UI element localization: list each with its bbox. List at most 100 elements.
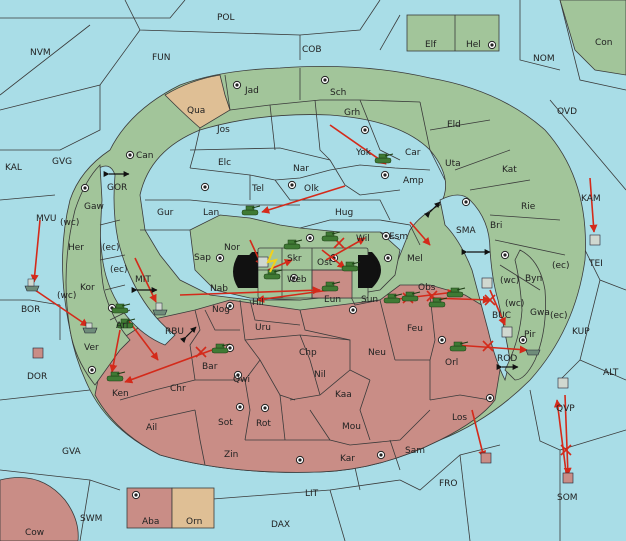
army-icon bbox=[283, 239, 303, 250]
label-amp: Amp bbox=[403, 176, 424, 186]
territory-qua bbox=[164, 74, 231, 129]
label-mvu: MVU bbox=[36, 214, 57, 224]
army-icon bbox=[446, 287, 466, 298]
label-ver: Ver bbox=[84, 343, 99, 353]
fleet-icon bbox=[589, 234, 601, 246]
label-car: Car bbox=[405, 148, 421, 158]
label-elf: Elf bbox=[425, 40, 437, 50]
label-uru: Uru bbox=[255, 323, 271, 333]
label-lit: LIT bbox=[305, 489, 319, 499]
label-rie: Rie bbox=[521, 202, 536, 212]
label-uta: Uta bbox=[445, 159, 461, 169]
label-ken: Ken bbox=[112, 389, 129, 399]
label-bor: BOR bbox=[21, 305, 40, 315]
label-lan: Lan bbox=[203, 208, 219, 218]
army-icon bbox=[116, 318, 136, 329]
fleet-icon bbox=[525, 349, 541, 356]
label-nvm: NVM bbox=[30, 48, 51, 58]
territory-labels: POL NVM FUN COB NOM Con Elf Hel OVD KAL … bbox=[5, 13, 619, 538]
label-qua: Qua bbox=[187, 106, 205, 116]
army-icon bbox=[374, 153, 394, 164]
label-hug: Hug bbox=[335, 208, 353, 218]
label-kup: KUP bbox=[572, 327, 590, 337]
label-kat: Kat bbox=[502, 165, 517, 175]
label-chr: Chr bbox=[170, 384, 186, 394]
label-qvp: QVP bbox=[556, 404, 575, 414]
label-tei: TEI bbox=[588, 259, 603, 269]
army-units bbox=[106, 153, 469, 382]
east-channel bbox=[439, 194, 511, 382]
label-sun: Sun bbox=[361, 295, 378, 305]
army-icon bbox=[428, 297, 448, 308]
label-esm: Esm bbox=[389, 232, 408, 242]
label-sam: Sam bbox=[405, 446, 425, 456]
label-gvg: GVG bbox=[52, 157, 72, 167]
label-yok: Yok bbox=[355, 148, 372, 158]
army-icon bbox=[241, 205, 261, 216]
label-chp: Chp bbox=[299, 348, 317, 358]
fleet-units bbox=[24, 234, 601, 484]
army-icon bbox=[383, 293, 403, 304]
north-isles bbox=[406, 14, 500, 52]
label-gva: GVA bbox=[62, 447, 82, 457]
label-kal: KAL bbox=[5, 163, 22, 173]
label-orn: Orn bbox=[186, 517, 202, 527]
island-cow bbox=[0, 477, 79, 541]
label-gur: Gur bbox=[157, 208, 174, 218]
fleet-icon bbox=[557, 377, 569, 389]
label-sot: Sot bbox=[218, 418, 233, 428]
label-arl: Arl bbox=[116, 321, 128, 331]
north-borders bbox=[99, 68, 566, 321]
label-hel: Hel bbox=[466, 40, 481, 50]
label-aba: Aba bbox=[142, 517, 159, 527]
label-feu: Feu bbox=[407, 324, 423, 334]
label-ec4: (ec) bbox=[550, 311, 568, 321]
label-swm: SWM bbox=[80, 514, 102, 524]
label-ec1: (ec) bbox=[102, 243, 120, 253]
label-alt: ALT bbox=[603, 368, 619, 378]
label-grh: Grh bbox=[344, 108, 360, 118]
label-hil: Hil bbox=[252, 298, 264, 308]
label-nar: Nar bbox=[293, 164, 309, 174]
label-wc3: (wc) bbox=[57, 291, 76, 301]
label-fro: FRO bbox=[439, 479, 458, 489]
label-ail: Ail bbox=[146, 423, 157, 433]
label-ost: Ost bbox=[317, 258, 333, 268]
label-elc: Elc bbox=[218, 158, 231, 168]
label-rod: ROD bbox=[497, 354, 517, 364]
west-arc bbox=[65, 164, 131, 386]
army-icon bbox=[449, 341, 469, 352]
fleet-icon bbox=[152, 302, 168, 316]
army-icon bbox=[321, 231, 341, 242]
label-byn: Byn bbox=[525, 274, 542, 284]
label-wc4: (wc) bbox=[505, 299, 524, 309]
label-bri: Bri bbox=[490, 221, 502, 231]
label-eun: Eun bbox=[324, 295, 341, 305]
label-jad: Jad bbox=[244, 86, 259, 96]
fleet-icon bbox=[82, 322, 98, 334]
label-zin: Zin bbox=[224, 450, 238, 460]
army-icon bbox=[321, 281, 341, 292]
label-wc2: (wc) bbox=[500, 276, 519, 286]
label-pir: Pir bbox=[524, 330, 536, 340]
label-gor: GOR bbox=[107, 183, 127, 193]
lake-west bbox=[233, 255, 258, 288]
label-rbu: RBU bbox=[165, 327, 184, 337]
label-nor: Nor bbox=[224, 243, 240, 253]
label-dax: DAX bbox=[271, 520, 290, 530]
label-rot: Rot bbox=[256, 419, 271, 429]
label-nom: NOM bbox=[533, 54, 555, 64]
fleet-icon bbox=[501, 326, 513, 338]
label-ec2: (ec) bbox=[552, 261, 570, 271]
lake-east bbox=[358, 255, 378, 288]
label-wil: Wil bbox=[356, 234, 370, 244]
island-con bbox=[559, 0, 626, 76]
label-can: Can bbox=[136, 151, 154, 161]
label-ec3: (ec) bbox=[110, 265, 128, 275]
label-nog: Nog bbox=[212, 305, 230, 315]
army-icon bbox=[211, 343, 231, 354]
label-jos: Jos bbox=[216, 125, 230, 135]
east-strip bbox=[504, 249, 546, 381]
